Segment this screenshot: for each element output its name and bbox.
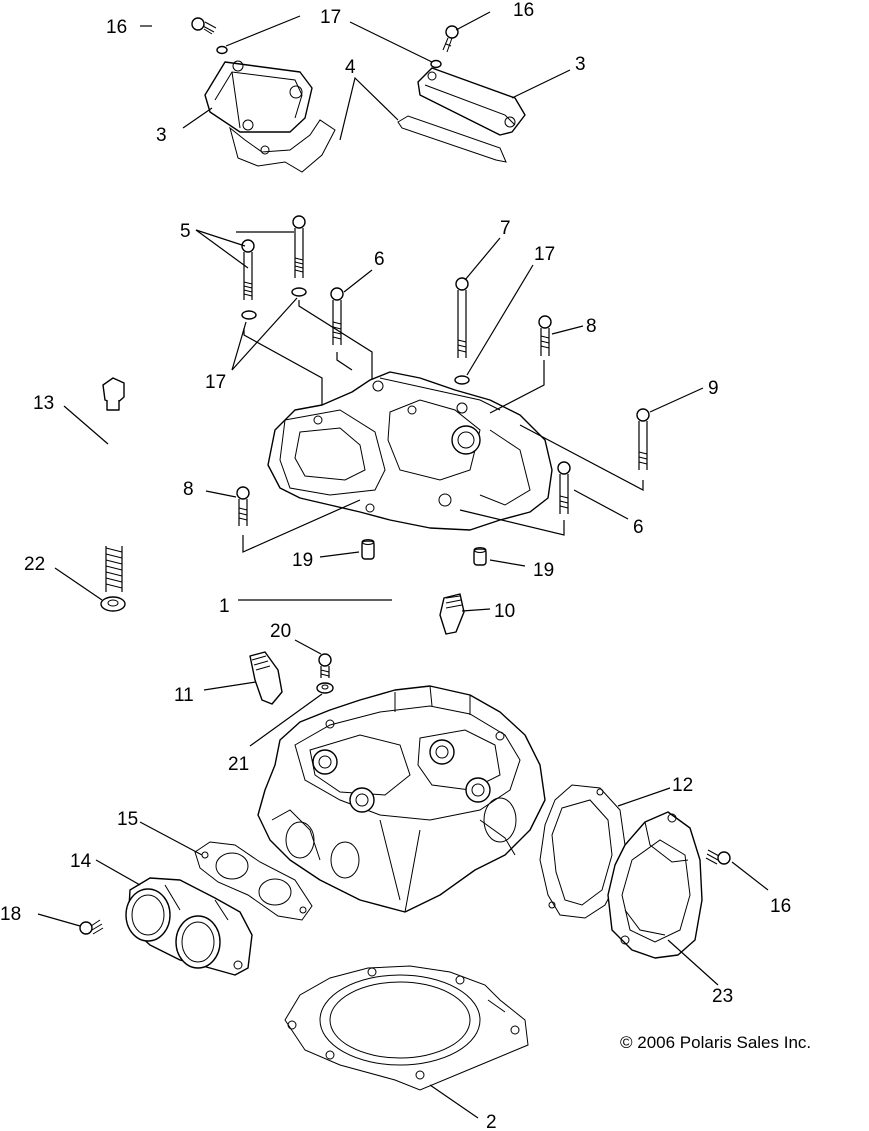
callout-labels: 16 17 16 3 4 3 5 6 7 17 8 17 13 9 8 6 19…: [0, 0, 791, 1131]
washer-17-c: [454, 375, 470, 385]
callout-4: 4: [345, 57, 356, 78]
callout-17: 17: [534, 244, 555, 265]
valve-guide-10: [439, 593, 465, 635]
bolt-20: [318, 653, 332, 678]
carrier-leader-lines: [242, 300, 644, 553]
washer-17-b: [241, 310, 257, 320]
callout-16: 16: [770, 896, 791, 917]
bolt-16-topleft: [191, 17, 217, 35]
callout-9: 9: [708, 378, 719, 399]
valve-guide-11: [249, 651, 283, 705]
callout-22: 22: [24, 554, 45, 575]
valve-cover-left: [204, 60, 313, 133]
cover-gasket-12: [539, 784, 626, 919]
bolt-7: [455, 277, 469, 358]
callout-14: 14: [70, 851, 92, 872]
intake-gasket-15: [194, 841, 313, 921]
cover-23: [607, 811, 703, 959]
valve-cover-gasket-left: [229, 119, 336, 173]
callout-5: 5: [180, 221, 191, 242]
copyright-notice: © 2006 Polaris Sales Inc.: [620, 1033, 811, 1052]
bolt-9: [636, 408, 650, 470]
camshaft-carrier: [267, 371, 553, 531]
spring-22: [105, 546, 123, 592]
callout-2: 2: [486, 1112, 497, 1131]
callout-21: 21: [228, 754, 249, 775]
washer-22: [100, 596, 126, 612]
bolt-18: [79, 919, 104, 935]
callout-17: 17: [320, 7, 341, 28]
bolt-16-topright: [442, 25, 459, 53]
callout-6: 6: [633, 517, 644, 538]
callout-13: 13: [33, 393, 54, 414]
dowel-19-left: [361, 539, 375, 560]
intake-manifold-14: [125, 877, 253, 976]
washer-21: [316, 682, 334, 694]
callout-20: 20: [270, 621, 291, 642]
bolt-8-upper: [538, 315, 552, 356]
callout-1: 1: [219, 596, 230, 617]
bolt-16-right: [705, 849, 731, 865]
callout-3: 3: [156, 125, 167, 146]
callout-19: 19: [533, 560, 554, 581]
callout-18: 18: [0, 904, 21, 925]
bolt-6-lower: [557, 461, 571, 514]
callout-16: 16: [513, 0, 534, 21]
valve-cover-gasket-right: [397, 115, 507, 163]
callout-8: 8: [586, 316, 597, 337]
bolt-5-left: [241, 239, 255, 300]
callout-16: 16: [106, 17, 127, 38]
plug-13: [102, 377, 125, 411]
washer-17-topleft: [216, 45, 228, 55]
callout-17: 17: [205, 372, 226, 393]
callout-12: 12: [672, 775, 693, 796]
bolt-8-lower: [236, 486, 250, 526]
dowel-19-right: [473, 547, 487, 566]
callout-23: 23: [712, 986, 733, 1007]
callout-leader-lines: [37, 11, 769, 1119]
callout-8: 8: [183, 479, 194, 500]
callout-19: 19: [292, 550, 313, 571]
callout-11: 11: [174, 685, 194, 706]
bolt-5-right: [292, 215, 306, 278]
callout-15: 15: [117, 809, 138, 830]
bolt-6-upper: [330, 287, 344, 345]
callout-7: 7: [500, 218, 511, 239]
callout-3: 3: [575, 54, 586, 75]
washer-17-topright: [430, 59, 442, 69]
callout-10: 10: [494, 601, 515, 622]
callout-6: 6: [374, 249, 385, 270]
head-gasket-2: [284, 965, 529, 1091]
cylinder-head: [257, 685, 546, 913]
valve-cover-right: [417, 67, 526, 136]
washer-17-a: [291, 287, 307, 297]
